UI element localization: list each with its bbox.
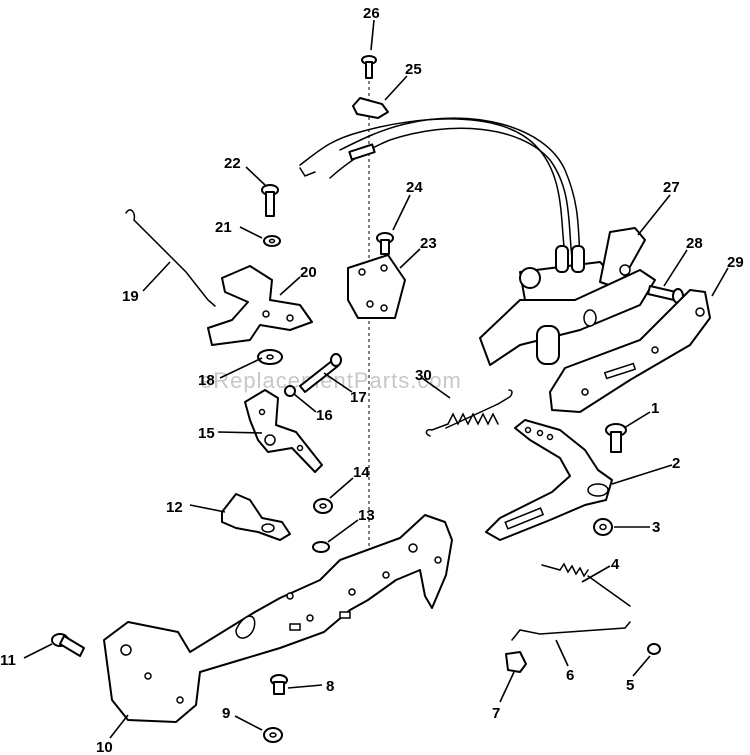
part-9-nut[interactable] [263, 727, 283, 743]
part-18-washer[interactable] [257, 349, 283, 365]
callout-28: 28 [686, 235, 703, 252]
part-15-governor-lever[interactable] [244, 389, 323, 473]
part-19-governor-rod[interactable] [125, 209, 216, 307]
callout-18: 18 [198, 372, 215, 389]
throttle-cables [299, 117, 581, 259]
callout-30: 30 [415, 367, 432, 384]
part-21-washer[interactable] [263, 235, 281, 247]
part-7-clip[interactable] [505, 651, 527, 673]
part-10-main-bracket[interactable] [103, 514, 453, 723]
part-16-nut[interactable] [284, 385, 296, 397]
callout-2: 2 [672, 455, 680, 472]
callout-27: 27 [663, 179, 680, 196]
part-29-mounting-plate[interactable] [549, 289, 711, 413]
callout-12: 12 [166, 499, 183, 516]
callout-29: 29 [727, 254, 744, 271]
part-25-cable-clamp[interactable] [352, 97, 389, 119]
callout-14: 14 [353, 464, 370, 481]
part-5-nut[interactable] [647, 643, 661, 655]
callout-7: 7 [492, 705, 500, 722]
part-23-plate[interactable] [347, 254, 406, 319]
callout-25: 25 [405, 61, 422, 78]
part-28-screw[interactable] [647, 285, 684, 304]
callout-16: 16 [316, 407, 333, 424]
callout-5: 5 [626, 677, 634, 694]
callout-11: 11 [0, 652, 16, 669]
callout-26: 26 [363, 5, 380, 22]
callout-22: 22 [224, 155, 241, 172]
callout-24: 24 [406, 179, 423, 196]
callout-3: 3 [652, 519, 660, 536]
callout-23: 23 [420, 235, 437, 252]
callout-6: 6 [566, 667, 574, 684]
part-8-bolt[interactable] [270, 674, 288, 695]
part-24-bolt[interactable] [376, 232, 394, 255]
part-11-bolt[interactable] [51, 633, 85, 657]
callout-21: 21 [215, 219, 232, 236]
part-14-nut[interactable] [313, 498, 333, 514]
part-22-bolt[interactable] [261, 184, 279, 217]
part-12-bracket[interactable] [221, 493, 291, 541]
callout-15: 15 [198, 425, 215, 442]
part-20-lever-bracket[interactable] [207, 265, 313, 346]
leader-lines [23, 19, 729, 739]
part-3-nut[interactable] [593, 518, 613, 536]
callout-4: 4 [611, 556, 620, 573]
part-1-bolt[interactable] [605, 423, 627, 453]
callout-9: 9 [222, 705, 230, 722]
callout-19: 19 [122, 288, 139, 305]
callout-17: 17 [350, 389, 367, 406]
callout-20: 20 [300, 264, 317, 281]
part-17-bolt[interactable] [299, 353, 342, 393]
part-4-spring[interactable] [541, 562, 631, 607]
part-6-link-rod[interactable] [511, 621, 631, 641]
part-26-screw[interactable] [361, 55, 377, 79]
part-13-washer[interactable] [312, 541, 330, 553]
callout-1: 1 [651, 400, 659, 417]
callout-13: 13 [358, 507, 375, 524]
part-27-control-assembly[interactable] [479, 227, 656, 366]
part-2-throttle-lever[interactable] [485, 419, 613, 541]
callout-10: 10 [96, 739, 113, 755]
callout-8: 8 [326, 678, 334, 695]
callout-labels: 26 25 22 21 24 23 27 28 29 19 20 18 17 1… [0, 5, 744, 755]
part-30-spring[interactable] [425, 389, 513, 437]
